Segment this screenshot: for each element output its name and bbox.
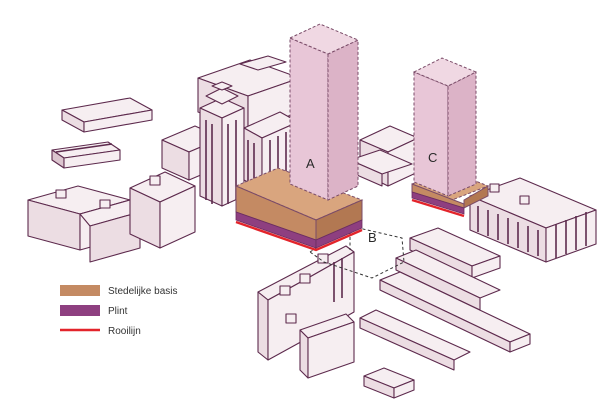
legend: Stedelijke basis Plint Rooilijn (60, 285, 177, 337)
building-left-middle-block (130, 172, 195, 248)
project-c-tower-side (448, 72, 476, 196)
legend-item-plint: Plint (60, 305, 128, 317)
project-c (412, 58, 488, 216)
building-left-block (28, 186, 140, 262)
legend-item-stedelijke-basis: Stedelijke basis (60, 285, 177, 297)
legend-label-rooilijn: Rooilijn (108, 326, 141, 337)
building-left-small-bar (52, 142, 120, 168)
building-right-striped (470, 178, 596, 262)
building-bottom-small (364, 368, 414, 398)
legend-label-stedelijke-basis: Stedelijke basis (108, 286, 177, 297)
building-bottom-curved (258, 246, 354, 378)
project-a-tower-front (290, 38, 328, 200)
legend-swatch-stedelijke-basis (60, 285, 100, 296)
project-a-tower-side (328, 40, 358, 200)
building-far-left-bar (62, 98, 152, 132)
project-c-tower-front (414, 72, 448, 196)
legend-label-plint: Plint (108, 306, 128, 317)
label-a: A (306, 156, 315, 171)
label-b: B (368, 230, 377, 245)
legend-item-rooilijn: Rooilijn (60, 326, 141, 337)
legend-swatch-plint (60, 305, 100, 316)
label-c: C (428, 150, 437, 165)
